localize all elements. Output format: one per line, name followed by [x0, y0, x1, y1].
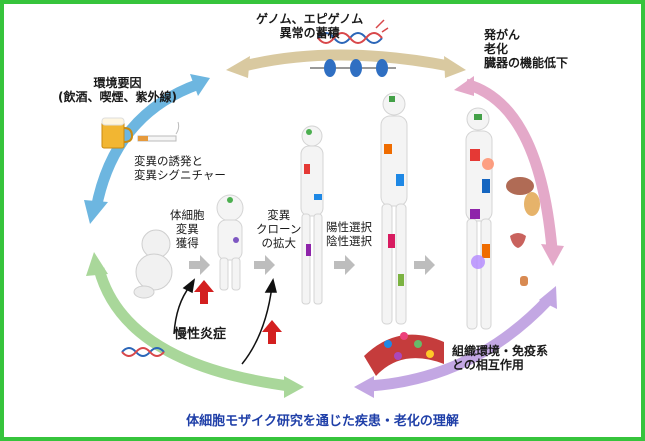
blood-vessel-icon: [364, 332, 444, 376]
beer-icon: [101, 117, 134, 149]
fetus-icon: [133, 229, 173, 299]
selection-label: 陽性選択 陰性選択: [326, 220, 372, 248]
right-cycle-arrow: [454, 76, 564, 266]
dna-icon: [317, 19, 389, 44]
organ-icon: [506, 177, 540, 286]
clone-patches: [227, 96, 494, 286]
diagram-title: 体細胞モザイク研究を通じた疾患・老化の理解: [186, 414, 459, 429]
top-cycle-arrow: [226, 49, 466, 78]
diagram-canvas: [84, 19, 564, 398]
tissue-interaction-label: 組織環境・免疫系 との相互作用: [452, 344, 549, 372]
environmental-factors-label: 環境要因 (飲酒、喫煙、紫外線): [58, 76, 177, 104]
outcomes-label: 発がん 老化 臓器の機能低下: [484, 28, 569, 70]
inflammation-up-arrows: [194, 280, 282, 344]
bottom-left-cycle-arrow: [86, 252, 304, 398]
clonal-expansion-label: 変異 クローン の拡大: [256, 208, 302, 250]
inflammation-curves: [173, 278, 277, 365]
genome-accumulation-label: ゲノム、エピゲノム 異常の蓄積: [256, 12, 364, 40]
dna-icon: [121, 347, 165, 357]
nucleosome-icon: [310, 59, 396, 77]
somatic-acquisition-label: 体細胞 変異 獲得: [170, 208, 205, 250]
chronic-inflammation-label: 慢性炎症: [174, 327, 227, 342]
progression-arrows: [189, 255, 435, 275]
bottom-right-cycle-arrow: [354, 286, 557, 398]
mutation-induction-label: 変異の誘発と 変異シグニチャー: [134, 154, 226, 182]
cigarette-icon: [137, 121, 180, 142]
